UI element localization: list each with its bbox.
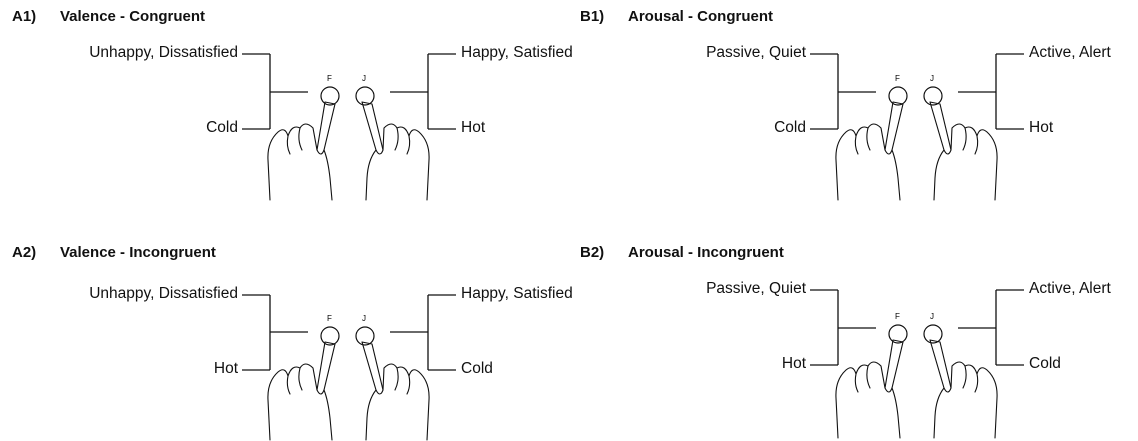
panel-arousal-incongruent: B2) Arousal - Incongruent Passive, Quiet… (568, 236, 1128, 441)
panel-valence-incongruent: A2) Valence - Incongruent Unhappy, Dissa… (0, 236, 573, 441)
f-key-icon (888, 324, 908, 344)
left-bottom-label: Hot (781, 355, 806, 372)
right-hand-icon (361, 341, 430, 441)
panel-title: Arousal - Congruent (628, 8, 773, 25)
panel-id: A2) (12, 244, 37, 261)
right-hand-icon (361, 101, 430, 201)
left-bottom-label: Hot (213, 360, 238, 377)
response-key-diagram: F J (242, 294, 456, 441)
f-key-icon (320, 326, 340, 346)
response-key-diagram: F J (242, 53, 456, 201)
right-hand-icon (929, 339, 998, 439)
right-top-label: Happy, Satisfied (461, 285, 573, 302)
j-key-icon (355, 86, 375, 106)
f-key-icon (888, 86, 908, 106)
j-key-label: J (362, 314, 366, 323)
j-key-label: J (362, 74, 366, 83)
left-hand-icon (835, 101, 904, 201)
right-top-label: Happy, Satisfied (461, 44, 573, 61)
left-hand-icon (267, 101, 336, 201)
panel-title: Valence - Congruent (60, 8, 206, 25)
left-top-label: Unhappy, Dissatisfied (89, 285, 238, 302)
j-key-icon (923, 86, 943, 106)
f-key-label: F (895, 312, 900, 321)
right-hand-icon (929, 101, 998, 201)
left-bottom-label: Cold (206, 119, 238, 136)
f-key-icon (320, 86, 340, 106)
j-key-icon (355, 326, 375, 346)
left-top-label: Unhappy, Dissatisfied (89, 44, 238, 61)
right-bottom-label: Hot (461, 119, 486, 136)
f-key-label: F (327, 74, 332, 83)
right-top-label: Active, Alert (1029, 44, 1111, 61)
left-hand-icon (835, 339, 904, 439)
left-top-label: Passive, Quiet (706, 44, 806, 61)
response-key-diagram: F J (810, 289, 1024, 439)
f-key-label: F (327, 314, 332, 323)
right-bottom-label: Cold (461, 360, 493, 377)
right-bottom-label: Hot (1029, 119, 1054, 136)
left-bottom-label: Cold (774, 119, 806, 136)
f-key-label: F (895, 74, 900, 83)
panel-title: Arousal - Incongruent (628, 244, 784, 261)
panel-valence-congruent: A1) Valence - Congruent Unhappy, Dissati… (0, 0, 573, 205)
panel-arousal-congruent: B1) Arousal - Congruent Passive, Quiet C… (568, 0, 1128, 205)
right-bottom-label: Cold (1029, 355, 1061, 372)
panel-id: B1) (580, 8, 605, 25)
j-key-label: J (930, 74, 934, 83)
left-top-label: Passive, Quiet (706, 280, 806, 297)
right-top-label: Active, Alert (1029, 280, 1111, 297)
panel-id: A1) (12, 8, 37, 25)
panel-id: B2) (580, 244, 605, 261)
j-key-icon (923, 324, 943, 344)
response-key-diagram: F J (810, 53, 1024, 201)
j-key-label: J (930, 312, 934, 321)
panel-title: Valence - Incongruent (60, 244, 216, 261)
left-hand-icon (267, 341, 336, 441)
